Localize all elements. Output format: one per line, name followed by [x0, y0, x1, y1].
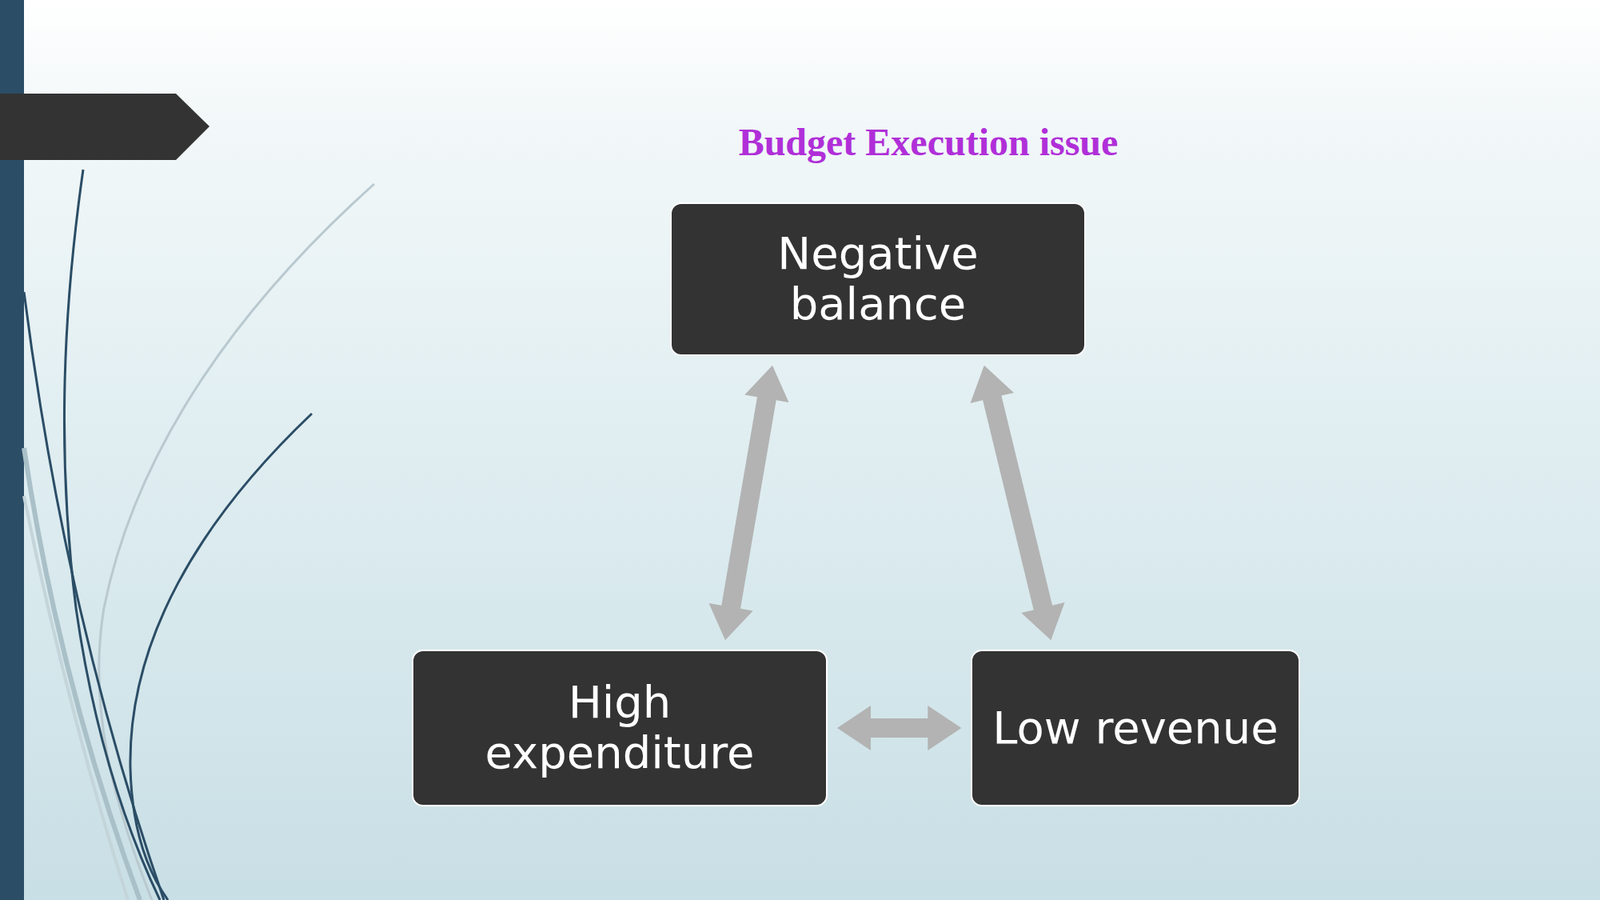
decor-curve	[63, 169, 160, 900]
decor-curve	[99, 183, 375, 900]
decor-curve	[23, 291, 164, 900]
decor-curve	[130, 413, 312, 900]
diagram-title: Budget Execution issue	[688, 119, 1169, 164]
box-label: Low revenue	[974, 702, 1296, 754]
double-arrow	[709, 365, 790, 640]
process-box: Low revenue	[970, 649, 1300, 806]
double-arrow	[837, 705, 962, 751]
decor-curve	[23, 495, 128, 900]
box-label: High expenditure	[413, 677, 826, 778]
box-label: Negative balance	[671, 228, 1085, 329]
double-arrow	[970, 365, 1066, 641]
process-box: High expenditure	[411, 649, 828, 806]
header-tab	[0, 93, 210, 160]
process-box: Negative balance	[670, 202, 1086, 356]
decor-curve	[23, 447, 140, 900]
